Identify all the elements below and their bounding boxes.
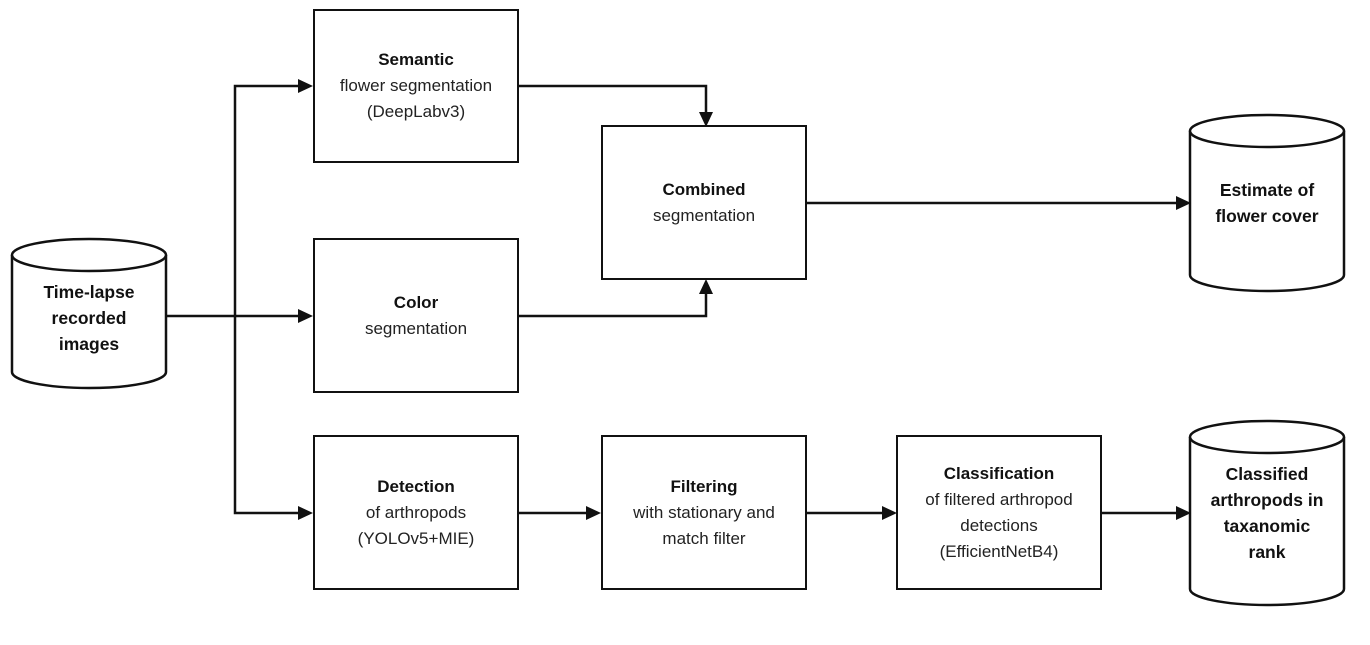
classified-line-3: taxanomic	[1223, 516, 1311, 536]
arrowhead-combined-top	[699, 112, 713, 127]
classification-line-3: (EfficientNetB4)	[939, 541, 1059, 561]
edge-branch-to-detection	[233, 316, 300, 515]
classification-line-1: of filtered arthropod	[925, 489, 1073, 509]
detection-line-2: (YOLOv5+MIE)	[357, 528, 475, 548]
classification-line-2: detections	[960, 515, 1038, 535]
combined-title: Combined	[662, 179, 746, 199]
filtering-line-1: with stationary and	[633, 502, 775, 522]
arrowhead-color	[298, 309, 313, 323]
classified-line-4: rank	[1248, 542, 1286, 562]
color-segmentation-box: Color segmentation	[313, 238, 519, 393]
source-line-3: images	[58, 334, 120, 354]
detection-line-1: of arthropods	[365, 502, 467, 522]
combined-line-1: segmentation	[652, 205, 756, 225]
arrowhead-filtering	[586, 506, 601, 520]
classified-line-1: Classified	[1225, 464, 1309, 484]
detection-box: Detection of arthropods (YOLOv5+MIE)	[313, 435, 519, 590]
arrowhead-detection	[298, 506, 313, 520]
color-title: Color	[393, 292, 439, 312]
classified-line-2: arthropods in	[1210, 490, 1324, 510]
arrowhead-classification	[882, 506, 897, 520]
edge-color-to-combined	[519, 292, 708, 318]
filtering-box: Filtering with stationary and match filt…	[601, 435, 807, 590]
source-cylinder-shape	[10, 237, 168, 390]
arrowhead-semantic	[298, 79, 313, 93]
flower-cover-line-2: flower cover	[1215, 206, 1319, 226]
source-cylinder: Time-lapse recorded images	[12, 272, 166, 364]
arrowhead-flower-cover	[1176, 196, 1191, 210]
edge-branch-to-semantic	[233, 84, 300, 316]
classification-title: Classification	[943, 463, 1055, 483]
classified-cylinder: Classified arthropods in taxanomic rank	[1190, 456, 1344, 570]
flower-cover-cylinder: Estimate of flower cover	[1190, 150, 1344, 256]
semantic-title: Semantic	[378, 50, 454, 69]
combined-segmentation-box: Combined segmentation	[601, 125, 807, 280]
semantic-line-1: flower segmentation	[339, 76, 493, 95]
flower-cover-cylinder-shape	[1188, 113, 1346, 293]
classification-box: Classification of filtered arthropod det…	[896, 435, 1102, 590]
source-line-2: recorded	[51, 308, 127, 328]
filtering-title: Filtering	[670, 476, 738, 496]
arrowhead-classified	[1176, 506, 1191, 520]
source-line-1: Time-lapse	[43, 282, 135, 302]
color-line-1: segmentation	[364, 318, 468, 338]
filtering-line-2: match filter	[662, 528, 746, 548]
arrowhead-combined-bottom	[699, 279, 713, 294]
semantic-line-2: (DeepLabv3)	[366, 102, 466, 121]
semantic-segmentation-box: Semantic flower segmentation (DeepLabv3)	[313, 9, 519, 163]
classified-cylinder-shape	[1188, 419, 1346, 607]
edge-semantic-to-combined	[519, 84, 708, 114]
flower-cover-line-1: Estimate of	[1219, 180, 1315, 200]
detection-title: Detection	[377, 476, 455, 496]
